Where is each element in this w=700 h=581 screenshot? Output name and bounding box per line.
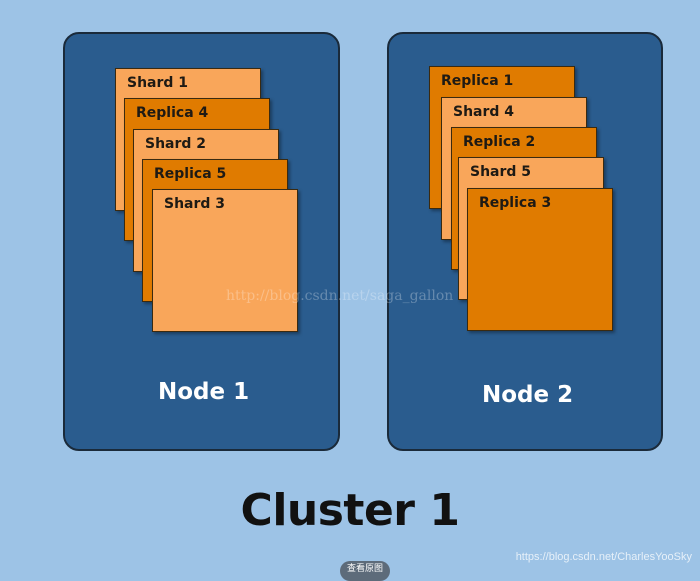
view-original-image-button[interactable]: 查看原图 bbox=[340, 561, 390, 581]
source-watermark: https://blog.csdn.net/CharlesYooSky bbox=[515, 551, 692, 563]
card-label: Replica 4 bbox=[136, 105, 209, 121]
card-label: Replica 2 bbox=[463, 134, 536, 150]
card-label: Shard 2 bbox=[145, 136, 207, 152]
cluster-title: Cluster 1 bbox=[240, 485, 460, 536]
card-shard-3: Shard 3 bbox=[152, 189, 298, 332]
card-label: Replica 3 bbox=[479, 195, 552, 211]
card-label: Shard 1 bbox=[127, 75, 189, 91]
node-1-panel: Shard 1 Replica 4 Shard 2 Replica 5 Shar… bbox=[63, 32, 340, 451]
card-replica-3: Replica 3 bbox=[467, 188, 613, 331]
card-label: Replica 1 bbox=[441, 73, 514, 89]
card-label: Replica 5 bbox=[154, 166, 227, 182]
node-1-label: Node 1 bbox=[158, 379, 250, 405]
card-label: Shard 3 bbox=[164, 196, 226, 212]
card-label: Shard 4 bbox=[453, 104, 515, 120]
node-2-panel: Replica 1 Shard 4 Replica 2 Shard 5 Repl… bbox=[387, 32, 663, 451]
node-2-label: Node 2 bbox=[482, 382, 574, 408]
card-label: Shard 5 bbox=[470, 164, 532, 180]
